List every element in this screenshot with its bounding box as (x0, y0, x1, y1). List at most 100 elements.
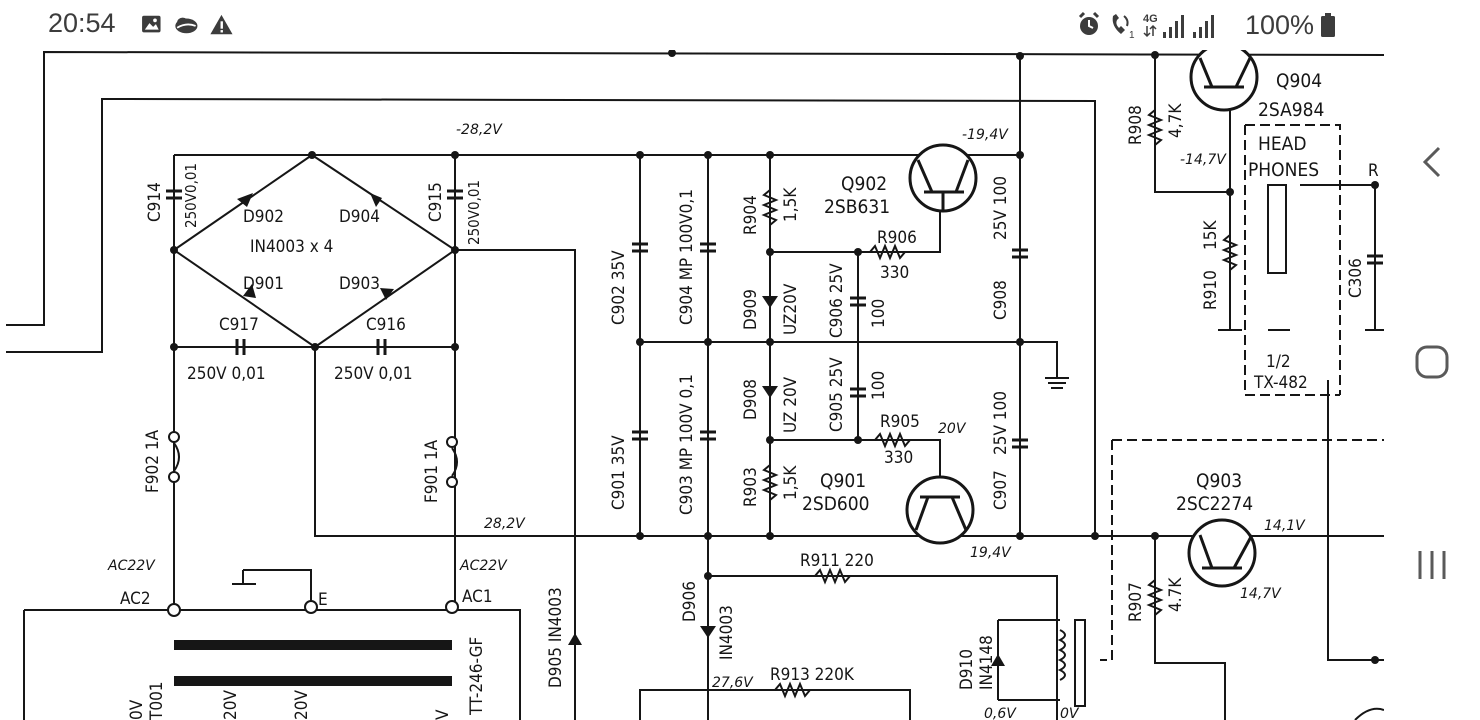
svg-text:IN4003 x 4: IN4003 x 4 (250, 237, 333, 257)
alert-icon (210, 14, 233, 35)
svg-text:-14,7V: -14,7V (1180, 152, 1227, 168)
svg-text:25V 100: 25V 100 (991, 176, 1011, 240)
capacitor-plates (166, 189, 1383, 449)
navigation-bar (1384, 0, 1480, 720)
cloud-icon (175, 17, 198, 34)
svg-text:Q902: Q902 (841, 173, 887, 195)
svg-text:1,5K: 1,5K (781, 465, 801, 500)
wifi-calling-icon: 1 (1112, 14, 1135, 41)
svg-text:UZ 20V: UZ 20V (781, 376, 801, 433)
svg-text:F902 1A: F902 1A (143, 429, 163, 493)
svg-text:HEAD: HEAD (1258, 133, 1307, 155)
status-time: 20:54 (48, 8, 116, 38)
svg-text:250V0,01: 250V0,01 (182, 163, 200, 228)
svg-text:Q903: Q903 (1196, 470, 1242, 492)
status-bar: 20:54 1 (0, 0, 1384, 50)
home-icon (1415, 345, 1449, 379)
svg-text:-19,4V: -19,4V (962, 127, 1009, 143)
svg-text:UZ20V: UZ20V (781, 283, 801, 335)
svg-text:15K: 15K (1201, 220, 1221, 250)
svg-text:1,5K: 1,5K (781, 187, 801, 222)
svg-text:330: 330 (880, 263, 909, 283)
svg-text:2SA984: 2SA984 (1258, 99, 1324, 121)
svg-text:20V: 20V (221, 690, 241, 720)
back-button[interactable] (1384, 112, 1480, 212)
status-left-icons (142, 14, 233, 35)
svg-text:C903 MP 100V 0,1: C903 MP 100V 0,1 (677, 374, 697, 515)
svg-text:C917: C917 (219, 315, 259, 335)
svg-text:AC2: AC2 (120, 589, 151, 609)
svg-text:F901 1A: F901 1A (422, 439, 442, 503)
home-button[interactable] (1384, 312, 1480, 412)
svg-text:25V 100: 25V 100 (991, 391, 1011, 455)
svg-text:D905 IN4003: D905 IN4003 (546, 587, 566, 688)
svg-text:0V: 0V (127, 699, 147, 720)
svg-text:20V: 20V (938, 421, 967, 437)
svg-text:2SC2274: 2SC2274 (1176, 493, 1253, 515)
svg-text:D902: D902 (243, 207, 284, 227)
transistor-internals (914, 57, 1254, 570)
svg-text:V: V (433, 709, 453, 720)
svg-text:28,2V: 28,2V (484, 516, 526, 532)
ground-symbols (232, 329, 1384, 585)
status-right-icons: 1 4G (1078, 11, 1214, 41)
svg-text:C906 25V: C906 25V (827, 263, 847, 338)
svg-text:0,6V: 0,6V (984, 706, 1017, 720)
svg-text:R906: R906 (877, 228, 917, 248)
svg-text:250V 0,01: 250V 0,01 (187, 364, 266, 384)
svg-text:R907: R907 (1126, 582, 1146, 622)
signal-icon (1192, 15, 1214, 38)
svg-text:4.7K: 4.7K (1166, 577, 1186, 612)
image-icon (142, 15, 161, 33)
svg-text:TX-482: TX-482 (1253, 373, 1308, 393)
svg-text:E: E (318, 590, 328, 610)
headphone-jack (1074, 124, 1384, 720)
voltage-labels: -28,2V -19,4V -14,7V 28,2V 19,4V 14,1V 1… (107, 122, 1306, 720)
schematic-diagram[interactable]: C914 250V0,01 C915 250V0,01 D902 D904 IN… (0, 50, 1384, 720)
terminals (167, 431, 459, 617)
svg-text:1/2: 1/2 (1266, 352, 1291, 372)
svg-text:D904: D904 (339, 207, 380, 227)
svg-text:Q901: Q901 (820, 470, 866, 492)
svg-text:250V0,01: 250V0,01 (465, 180, 483, 245)
back-icon (1422, 146, 1441, 178)
svg-text:-28,2V: -28,2V (456, 122, 503, 138)
network-label: 4G (1143, 13, 1158, 25)
svg-text:C901 35V: C901 35V (609, 435, 629, 510)
svg-text:R904: R904 (741, 195, 761, 235)
svg-text:R903: R903 (741, 467, 761, 507)
svg-text:250V 0,01: 250V 0,01 (334, 364, 413, 384)
svg-text:C916: C916 (366, 315, 406, 335)
svg-text:330: 330 (884, 448, 913, 468)
svg-text:D910: D910 (957, 649, 977, 690)
svg-text:4,7K: 4,7K (1166, 103, 1186, 138)
svg-text:Q904: Q904 (1276, 70, 1322, 92)
svg-text:27,6V: 27,6V (712, 675, 754, 691)
svg-text:C915: C915 (426, 182, 446, 222)
junctions (170, 50, 1379, 664)
svg-text:AC22V: AC22V (459, 558, 508, 574)
svg-text:C905 25V: C905 25V (827, 357, 847, 432)
battery-icon (1321, 13, 1335, 37)
svg-text:TT-246-GF: TT-246-GF (467, 637, 487, 716)
recents-icon (1418, 551, 1446, 579)
battery-percent: 100% (1244, 9, 1314, 40)
svg-text:0V: 0V (1060, 706, 1080, 720)
svg-text:D909: D909 (741, 289, 761, 330)
svg-text:14,7V: 14,7V (1240, 586, 1282, 602)
alarm-icon (1078, 11, 1099, 35)
recents-button[interactable] (1384, 515, 1480, 615)
svg-text:C907: C907 (991, 470, 1011, 510)
svg-text:T001: T001 (147, 681, 167, 720)
signal-icon (1162, 15, 1184, 38)
svg-text:C902 35V: C902 35V (609, 250, 629, 325)
svg-text:C914: C914 (145, 182, 165, 222)
transformer-bar (174, 676, 452, 686)
svg-text:2SD600: 2SD600 (802, 493, 870, 515)
svg-text:PHONES: PHONES (1248, 159, 1319, 181)
svg-text:R911 220: R911 220 (800, 551, 874, 571)
svg-text:R: R (1368, 161, 1379, 181)
svg-text:1: 1 (1129, 30, 1135, 41)
svg-text:C908: C908 (991, 280, 1011, 320)
network-4g-icon: 4G (1143, 13, 1158, 38)
